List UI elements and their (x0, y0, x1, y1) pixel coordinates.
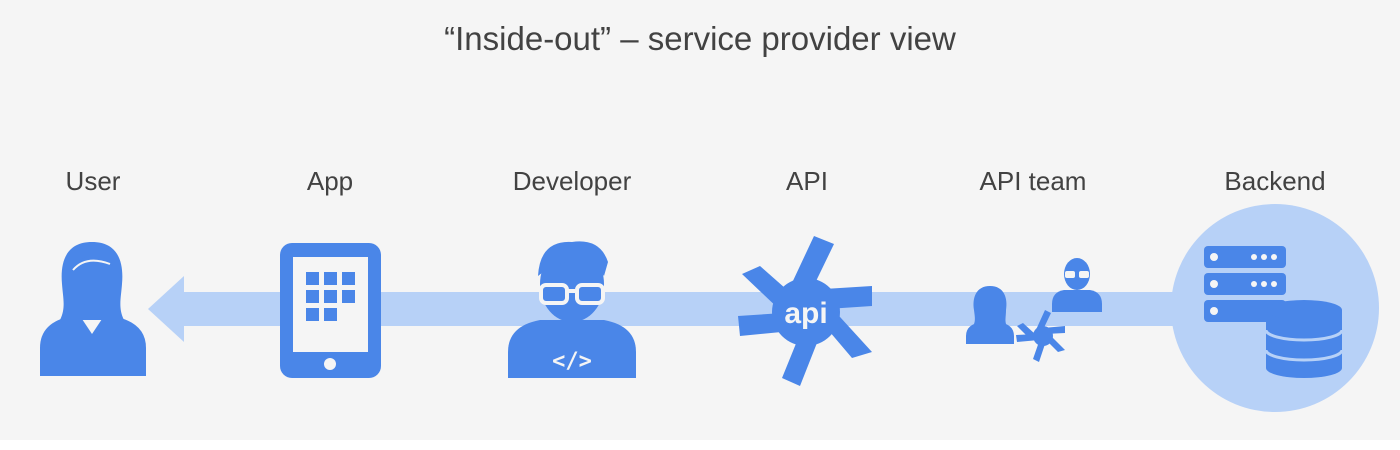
api-icon-text: api (784, 297, 827, 330)
node-label-api-team: API team (979, 166, 1087, 196)
node-label-app: App (306, 166, 354, 196)
api-team-icon (966, 258, 1102, 362)
developer-icon: </> (508, 241, 636, 378)
node-label-api: API (786, 166, 828, 196)
node-label-user: User (65, 166, 121, 196)
flow-diagram: </> api (40, 204, 1379, 412)
user-icon (40, 242, 146, 376)
backend-servers-icon (1204, 246, 1344, 378)
diagram-canvas: “Inside-out” – service provider view Use… (40, 20, 1379, 412)
database-icon (1264, 300, 1344, 378)
page-title: “Inside-out” – service provider view (444, 20, 956, 57)
svg-text:</>: </> (552, 349, 592, 374)
node-label-backend: Backend (1224, 166, 1326, 196)
node-label-developer: Developer (512, 166, 632, 196)
tablet-app-icon (280, 243, 381, 378)
api-icon: api (738, 236, 872, 386)
